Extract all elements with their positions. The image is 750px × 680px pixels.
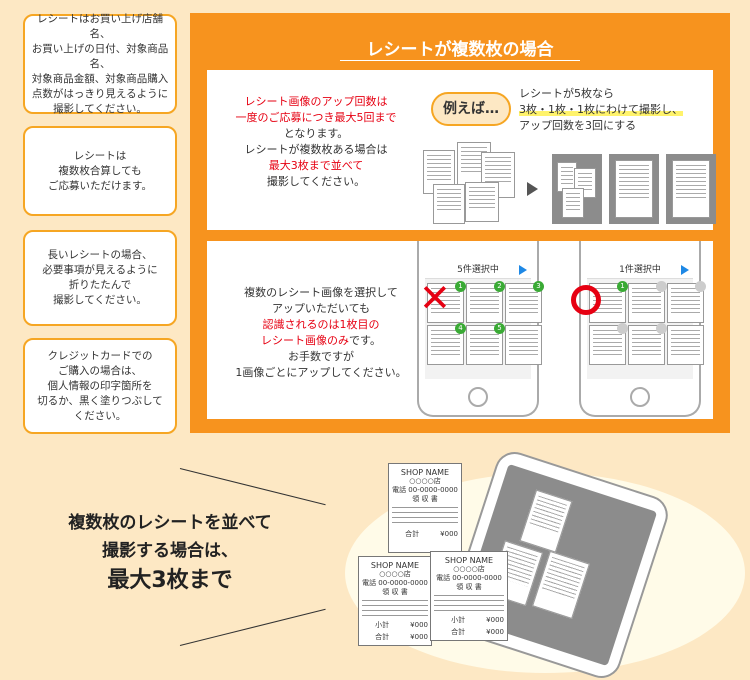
- thumb-5[interactable]: [628, 323, 667, 365]
- single-image-line-5: お手数ですが: [288, 350, 354, 363]
- receipt-illustration-1: SHOP NAME ○○○○店 電話 00-0000-0000 領 収 書 合計…: [388, 463, 462, 553]
- wrong-mark-icon: ✕: [419, 276, 451, 320]
- upload-limit-red-1: レシート画像のアップ回数は: [244, 95, 388, 108]
- thumb-5[interactable]: 5: [466, 323, 505, 365]
- upload-limit-line-4: レシートが複数枚ある場合は: [244, 143, 388, 156]
- multi-select-bar: 5件選択中: [425, 261, 531, 279]
- multiple-receipts-panel: レシートが複数枚の場合 レシート画像のアップ回数は 一度のご応募につき最大5回ま…: [190, 13, 730, 433]
- thumb-2[interactable]: 2: [466, 281, 505, 323]
- thumb-6[interactable]: [505, 325, 542, 365]
- photo-one-receipt-a: [609, 154, 659, 224]
- correct-mark-icon: [571, 285, 601, 315]
- panel-title: レシートが複数枚の場合: [366, 40, 554, 60]
- thumb-3[interactable]: [667, 281, 706, 323]
- arrow-right-icon: [527, 182, 538, 196]
- single-image-line-2: アップいただいても: [271, 302, 371, 315]
- check-off-icon: [656, 281, 667, 292]
- check-icon: 1: [617, 281, 628, 292]
- single-image-text: 複数のレシート画像を選択して アップいただいても 認識されるのは1枚目の レシー…: [221, 285, 421, 381]
- note-multiple-receipts: レシートは 複数枚合算しても ご応募いただけます。: [23, 126, 177, 216]
- single-select-bar: 1件選択中: [587, 261, 693, 279]
- check-icon: 4: [455, 323, 466, 334]
- send-arrow-icon[interactable]: [519, 265, 527, 275]
- receipt-scatter-5: [465, 182, 499, 222]
- receipt-illustration-2: SHOP NAME ○○○○店 電話 00-0000-0000 領 収 書 小計…: [358, 556, 432, 646]
- single-image-card: 複数のレシート画像を選択して アップいただいても 認識されるのは1枚目の レシー…: [207, 241, 713, 419]
- upload-limit-card: レシート画像のアップ回数は 一度のご応募につき最大5回まで となります。 レシー…: [207, 70, 716, 230]
- bottom-line-3: 最大3枚まで: [107, 568, 233, 593]
- upload-limit-line-6: 撮影してください。: [266, 175, 366, 188]
- note-credit-card: クレジットカードでの ご購入の場合は、 個人情報の印字箇所を 切るか、黒く塗りつ…: [23, 338, 177, 434]
- thumb-3[interactable]: 3: [505, 281, 544, 323]
- single-select-label: 1件選択中: [619, 265, 661, 275]
- single-image-line-1: 複数のレシート画像を選択して: [244, 286, 398, 299]
- check-off-icon: [695, 281, 706, 292]
- bottom-message: 複数枚のレシートを並べて 撮影する場合は、 最大3枚まで: [40, 509, 300, 597]
- thumb-4[interactable]: 4: [427, 323, 466, 365]
- note-long-receipt: 長いレシートの場合、 必要事項が見えるように 折りたたんで 撮影してください。: [23, 230, 177, 326]
- thumb-6[interactable]: [667, 325, 704, 365]
- upload-limit-red-2: 一度のご応募につき最大5回まで: [235, 111, 397, 124]
- receipt-scatter-4: [433, 184, 465, 224]
- single-image-red-3: 認識されるのは1枚目の: [262, 318, 380, 331]
- panel-title-underline: [340, 60, 580, 61]
- upload-limit-text: レシート画像のアップ回数は 一度のご応募につき最大5回まで となります。 レシー…: [221, 94, 411, 190]
- divider-line-top: [179, 468, 326, 506]
- divider-line-bottom: [179, 608, 326, 646]
- example-line-1: レシートが5枚なら: [519, 87, 614, 100]
- check-icon: 3: [533, 281, 544, 292]
- bottom-line-2: 撮影する場合は、: [102, 541, 238, 561]
- check-off-icon: [617, 323, 628, 334]
- single-image-line-6: 1画像ごとにアップしてください。: [235, 366, 407, 379]
- home-button: [468, 387, 488, 407]
- receipt-illustration-3: SHOP NAME ○○○○店 電話 00-0000-0000 領 収 書 小計…: [430, 551, 508, 641]
- phone-single-screen: 1件選択中 1: [587, 261, 706, 379]
- note-receipt-visibility: レシートはお買い上げ店舗名、 お買い上げの日付、対象商品名、 対象商品金額、対象…: [23, 13, 177, 115]
- thumb-2[interactable]: [628, 281, 667, 323]
- check-icon: 1: [455, 281, 466, 292]
- example-line-3: アップ回数を3回にする: [519, 119, 637, 132]
- phone-multi-screen: 5件選択中 1 2 3 4 5: [425, 261, 544, 379]
- thumb-4[interactable]: [589, 323, 628, 365]
- phone-single-select: 1件選択中 1: [579, 241, 706, 417]
- check-icon: 5: [494, 323, 505, 334]
- photo-one-receipt-b: [666, 154, 716, 224]
- photo-three-receipts: [552, 154, 602, 224]
- thumb-1[interactable]: 1: [427, 281, 466, 323]
- multi-select-label: 5件選択中: [457, 265, 499, 275]
- example-line-2: 3枚・1枚・1枚にわけて撮影し、: [519, 103, 683, 116]
- send-arrow-icon[interactable]: [681, 265, 689, 275]
- home-button: [630, 387, 650, 407]
- upload-limit-red-5: 最大3枚まで並べて: [268, 159, 364, 172]
- single-image-line-4-suffix: です。: [349, 334, 381, 347]
- phone-multi-select: 5件選択中 1 2 3 4 5: [417, 241, 544, 417]
- bottom-line-1: 複数枚のレシートを並べて: [68, 513, 272, 533]
- check-off-icon: [656, 323, 667, 334]
- single-image-red-4: レシート画像のみ: [261, 334, 350, 347]
- upload-limit-line-3: となります。: [283, 127, 349, 140]
- example-text: レシートが5枚なら 3枚・1枚・1枚にわけて撮影し、 アップ回数を3回にする: [519, 86, 709, 134]
- example-badge: 例えば…: [431, 92, 511, 126]
- check-icon: 2: [494, 281, 505, 292]
